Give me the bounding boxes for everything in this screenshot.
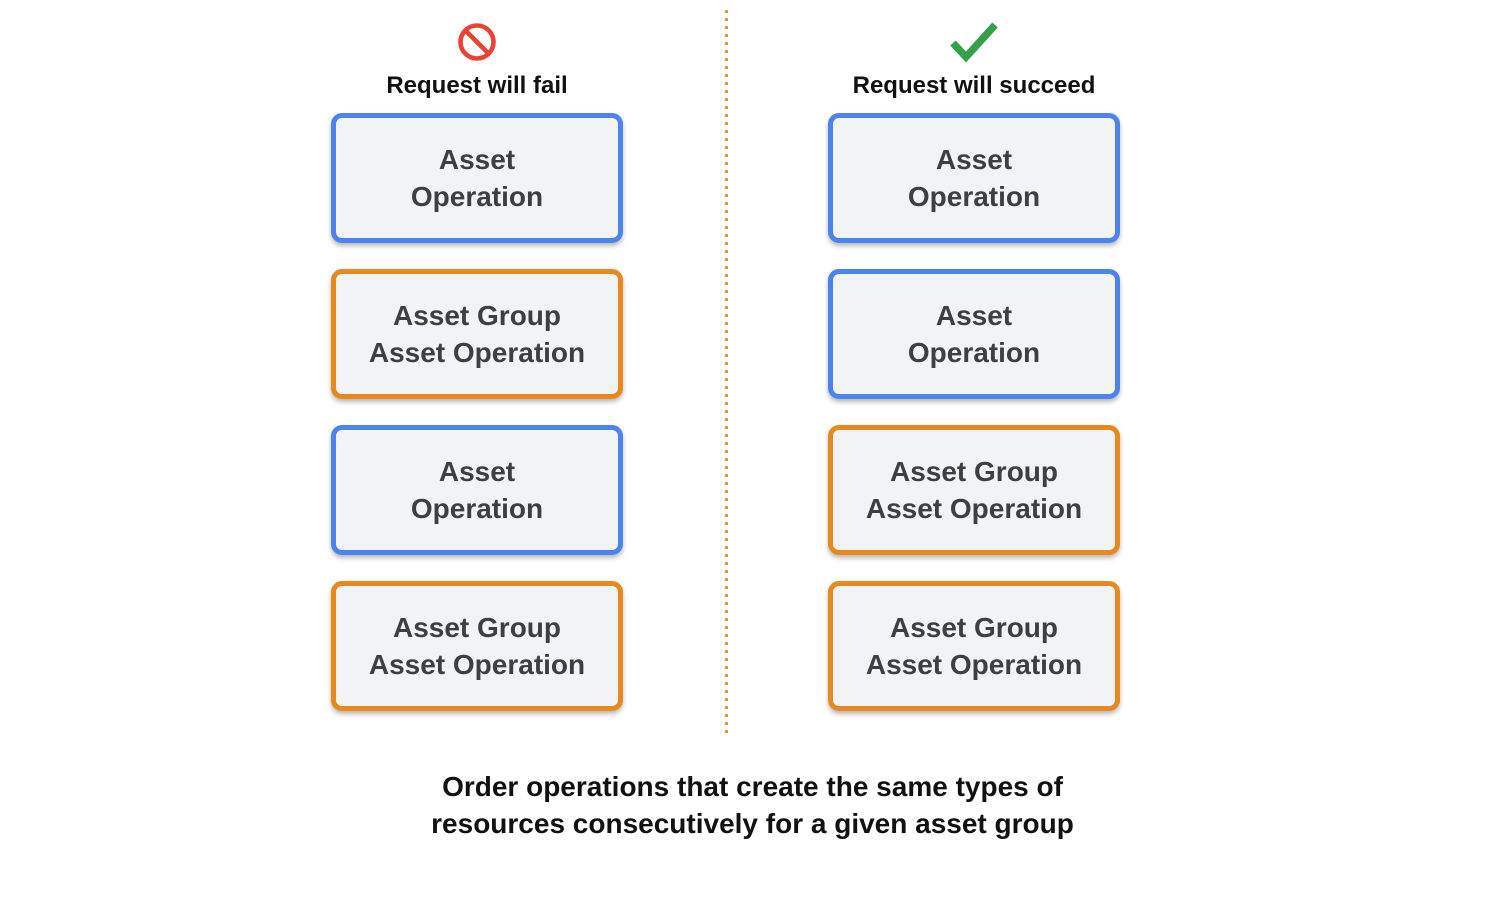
box-asset-operation: Asset Operation (828, 113, 1120, 243)
box-label-line: Asset (935, 144, 1013, 175)
box-asset-operation: Asset Operation (828, 269, 1120, 399)
box-label-line: Asset Operation (368, 337, 586, 368)
box-asset-operation: Asset Operation (331, 113, 623, 243)
caption: Order operations that create the same ty… (0, 768, 1505, 842)
box-label-line: Operation (907, 181, 1041, 212)
box-label-line: Asset Operation (865, 649, 1083, 680)
column-divider (725, 10, 728, 738)
box-label-line: Operation (410, 493, 544, 524)
box-asset-group-asset-operation: Asset Group Asset Operation (828, 425, 1120, 555)
box-label-line: Asset Operation (368, 649, 586, 680)
box-label-line: Asset Group (392, 612, 562, 643)
succeed-column-header: Request will succeed (852, 0, 1096, 113)
caption-line-1: Order operations that create the same ty… (442, 771, 1063, 802)
box-asset-group-asset-operation: Asset Group Asset Operation (828, 581, 1120, 711)
box-label-line: Asset Operation (865, 493, 1083, 524)
box-asset-operation: Asset Operation (331, 425, 623, 555)
box-label-line: Asset (438, 144, 516, 175)
box-asset-group-asset-operation: Asset Group Asset Operation (331, 581, 623, 711)
caption-line-2: resources consecutively for a given asse… (431, 808, 1074, 839)
box-label-line: Asset (935, 300, 1013, 331)
box-label-line: Asset (438, 456, 516, 487)
box-label-line: Asset Group (889, 456, 1059, 487)
check-icon (945, 16, 1003, 68)
fail-column-header: Request will fail (386, 0, 568, 113)
succeed-column-label: Request will succeed (852, 72, 1096, 99)
box-label-line: Asset Group (889, 612, 1059, 643)
box-asset-group-asset-operation: Asset Group Asset Operation (331, 269, 623, 399)
box-label-line: Operation (907, 337, 1041, 368)
prohibition-icon (456, 16, 498, 68)
box-label-line: Operation (410, 181, 544, 212)
box-label-line: Asset Group (392, 300, 562, 331)
fail-column: Request will fail Asset Operation Asset … (331, 0, 623, 737)
succeed-column: Request will succeed Asset Operation Ass… (828, 0, 1120, 737)
fail-column-label: Request will fail (386, 72, 568, 99)
